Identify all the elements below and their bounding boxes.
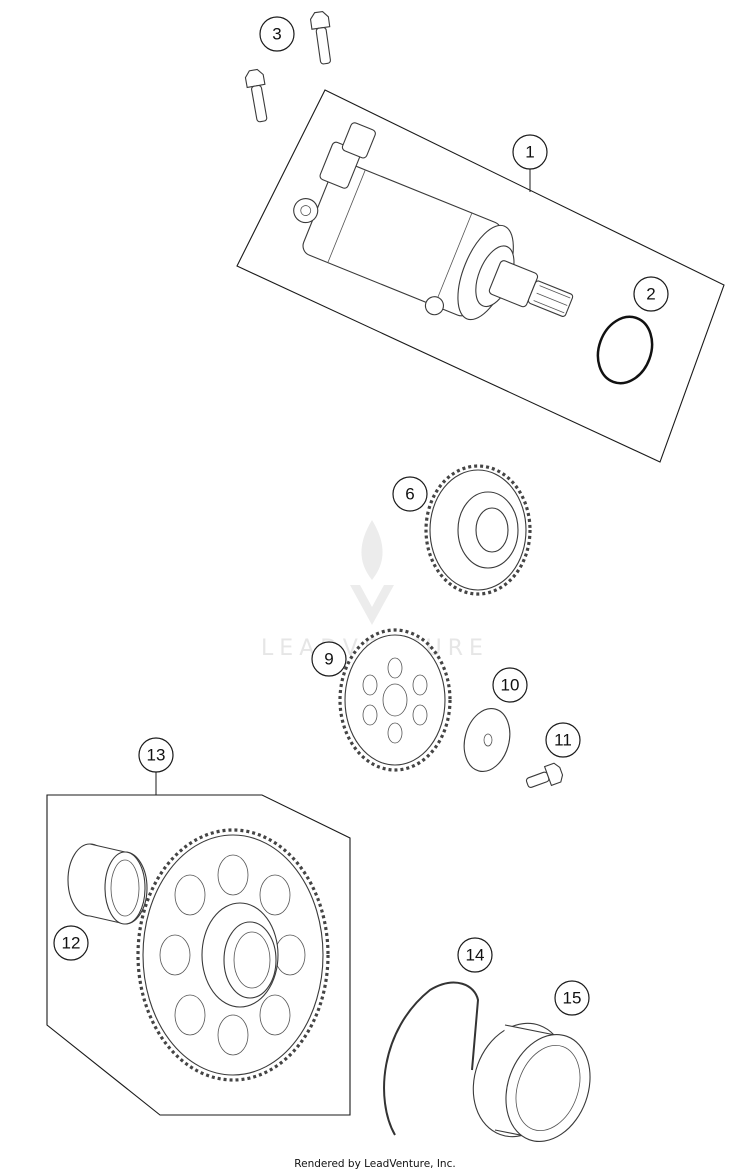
footer-credit: Rendered by LeadVenture, Inc. <box>294 1158 456 1170</box>
svg-text:9: 9 <box>324 650 333 669</box>
callout-3: 3 <box>259 16 295 52</box>
callout-13: 13 <box>138 737 174 773</box>
part-13-starter-gear <box>136 828 330 1082</box>
part-15-bearing <box>472 1022 591 1143</box>
svg-text:14: 14 <box>466 946 485 965</box>
svg-text:2: 2 <box>646 285 655 304</box>
part-1-starter-motor <box>293 122 574 321</box>
part-12-bearing-sleeve <box>67 843 148 925</box>
callout-15: 15 <box>554 980 590 1016</box>
leader-lines <box>155 169 531 795</box>
svg-text:10: 10 <box>501 676 520 695</box>
callout-12: 12 <box>53 925 89 961</box>
starter-motor-frame <box>236 89 725 463</box>
callout-14: 14 <box>457 937 493 973</box>
callout-2: 2 <box>633 276 669 312</box>
callout-9: 9 <box>311 641 347 677</box>
svg-text:3: 3 <box>272 25 281 44</box>
svg-text:12: 12 <box>62 934 81 953</box>
svg-text:6: 6 <box>405 485 414 504</box>
part-3-bolts <box>244 10 331 123</box>
part-2-o-ring <box>596 315 654 385</box>
callout-10: 10 <box>492 667 528 703</box>
part-6-gear <box>424 464 532 596</box>
part-10-washer <box>463 708 511 772</box>
part-14-circlip <box>383 981 480 1136</box>
callout-1: 1 <box>512 134 548 170</box>
callout-6: 6 <box>392 476 428 512</box>
callout-11: 11 <box>545 722 581 758</box>
svg-text:13: 13 <box>147 746 166 765</box>
svg-text:1: 1 <box>525 143 534 162</box>
part-11-screw <box>525 762 564 788</box>
svg-text:11: 11 <box>554 731 572 750</box>
svg-text:15: 15 <box>563 989 582 1008</box>
starter-gear-frame <box>46 794 351 1116</box>
part-9-gear <box>338 628 452 772</box>
